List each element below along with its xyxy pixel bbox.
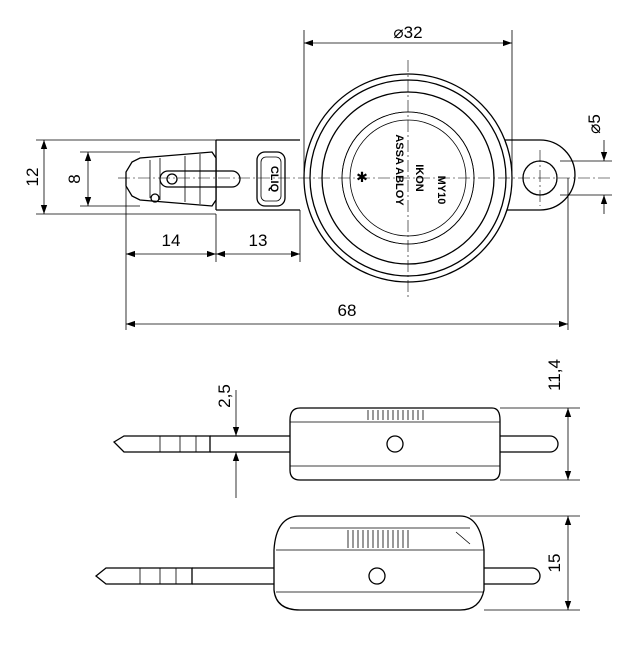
dim-height-15: 15 (545, 554, 564, 573)
dim-height-12: 12 (23, 168, 42, 187)
side-view-upper: 2,5 11,4 (112, 359, 580, 498)
dim-length-13: 13 (249, 231, 268, 250)
top-view: CLIQ IKON ASSA ABLOY MY10 ✱ (23, 23, 612, 330)
dim-height-11-4: 11,4 (545, 359, 564, 391)
dim-height-8: 8 (65, 174, 84, 183)
dim-diameter-body: ⌀32 (393, 23, 422, 42)
dim-length-68: 68 (338, 301, 357, 320)
model-label: MY10 (435, 176, 447, 205)
body-logo: IKON ASSA ABLOY MY10 (393, 134, 447, 206)
clip-button-label: CLIQ (268, 166, 280, 193)
side-view-lower: 15 (94, 515, 580, 611)
dim-diameter-hole: ⌀5 (585, 114, 604, 134)
brand-sub-label: ASSA ABLOY (393, 134, 405, 206)
dim-thickness-2-5: 2,5 (215, 384, 234, 408)
dim-length-14: 14 (162, 231, 181, 250)
grip-ridges-upper (367, 410, 424, 420)
bluetooth-icon: ✱ (356, 169, 368, 185)
grip-ridges-lower (347, 530, 409, 548)
